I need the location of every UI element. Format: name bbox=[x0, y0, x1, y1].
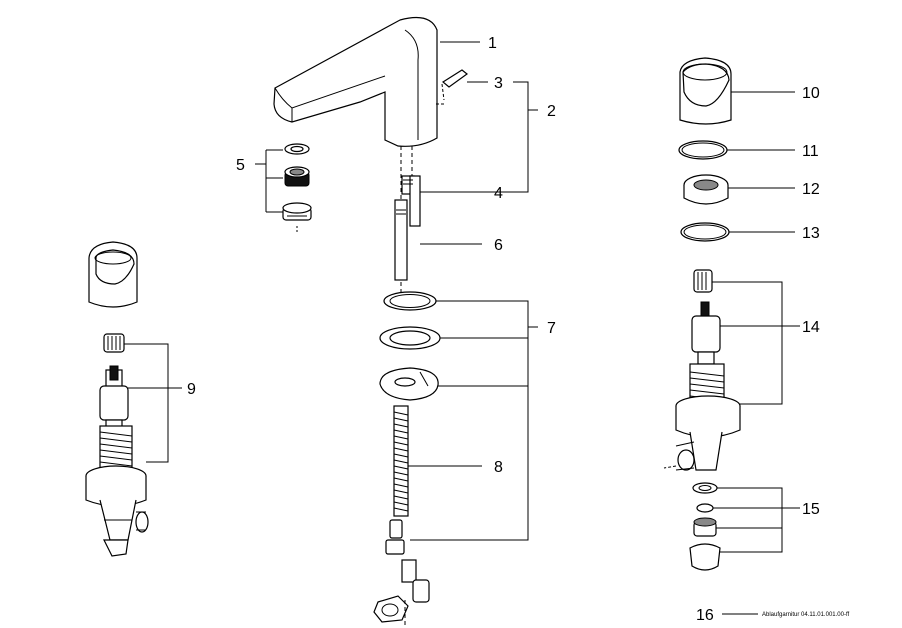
left-valve-assembly bbox=[85, 241, 149, 557]
callout-16-note: Ablaufgarnitur 04.11.01.001.00-ff bbox=[762, 612, 850, 618]
leader-lines bbox=[124, 41, 800, 615]
callout-14: 14 bbox=[802, 319, 820, 336]
callout-11: 11 bbox=[802, 143, 819, 160]
faucet-body bbox=[273, 17, 438, 147]
aerator-set bbox=[282, 143, 312, 234]
callout-9: 9 bbox=[187, 381, 196, 398]
callout-2: 2 bbox=[547, 103, 556, 120]
lever-pin bbox=[436, 69, 468, 105]
callout-10: 10 bbox=[802, 85, 820, 102]
callout-13: 13 bbox=[802, 225, 820, 242]
callout-5: 5 bbox=[236, 157, 245, 174]
callout-8: 8 bbox=[494, 459, 503, 476]
right-valve-assembly bbox=[663, 57, 741, 571]
threaded-rod bbox=[373, 405, 430, 628]
callout-6: 6 bbox=[494, 237, 503, 254]
callout-12: 12 bbox=[802, 181, 820, 198]
callout-1: 1 bbox=[488, 35, 497, 52]
callout-15: 15 bbox=[802, 501, 820, 518]
callout-7: 7 bbox=[547, 320, 556, 337]
callout-16: 16 bbox=[696, 607, 714, 624]
supply-hoses bbox=[394, 146, 421, 296]
callout-3: 3 bbox=[494, 75, 503, 92]
mounting-washers bbox=[379, 291, 441, 401]
callout-4: 4 bbox=[494, 185, 503, 202]
